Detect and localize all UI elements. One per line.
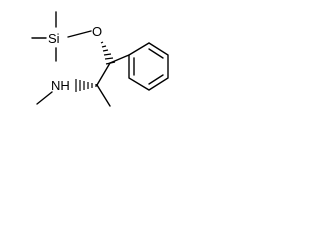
silicon-atom-label: Si xyxy=(48,31,60,46)
hashed-wedge-c2-n xyxy=(75,79,97,92)
si-oxygen-bond xyxy=(67,30,92,38)
c2-methyl-bond xyxy=(96,84,111,107)
phenyl-inner-double-bond-2 xyxy=(148,74,164,85)
amine-nitrogen-label: NH xyxy=(51,78,70,93)
trimethylsilyl-group xyxy=(31,11,57,62)
c1-phenyl-bond xyxy=(109,54,130,64)
phenyl-ring xyxy=(128,42,169,91)
c1-c2-bond xyxy=(96,62,111,86)
hashed-wedge-o-c1 xyxy=(100,41,116,65)
oxygen-atom-label: O xyxy=(92,24,102,39)
phenyl-inner-double-bond-1 xyxy=(148,48,164,59)
molecular-structure-diagram: Si O NH xyxy=(31,11,169,107)
n-methyl-bond xyxy=(36,91,53,105)
